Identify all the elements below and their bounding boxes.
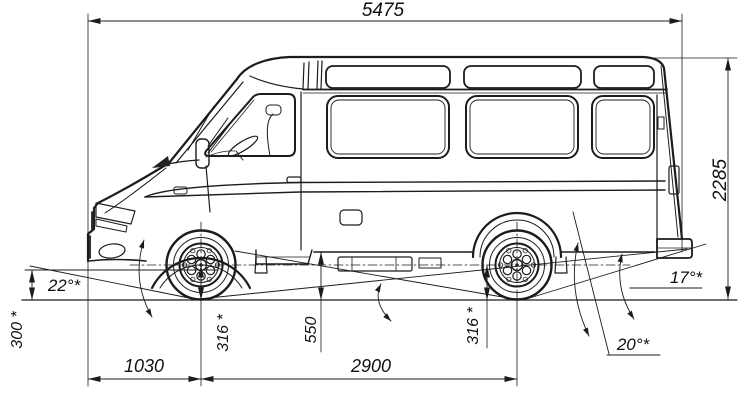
side-window-1-inner [330,99,446,155]
turn-signal [95,218,128,233]
underride-line-front-to-rear [198,248,688,300]
steering-column [235,150,244,161]
underbody-clearance-label: 550 [303,317,320,344]
rear-mudflap [554,256,568,274]
dimension-front-overhang: 1030 [87,356,202,382]
ramp-line-rear-to-front [234,250,515,300]
overall-length-label: 5475 [362,0,405,21]
front-tire-radius-label: 316 * [215,314,232,352]
front-overhang-label: 1030 [124,356,164,376]
side-window-2-inner [469,99,575,155]
hood-seam [104,167,167,214]
rear-wall-inner-line [660,65,679,238]
approach-angle-label: 22°* [47,276,82,295]
wheelbase-label: 2900 [350,356,391,376]
departure-angle-label: 17°* [670,268,704,287]
dimension-underbody-clearance: 550 [303,251,324,344]
front-mudflap [254,256,268,274]
side-window-3 [591,95,655,159]
cab-roof-junction [249,75,304,90]
rear-wheel-arch-lip [479,219,555,258]
dimension-front-end-height: 300 * [9,269,35,349]
side-window-1 [326,95,450,159]
seat-back [266,113,274,157]
departure-angle-line [522,243,707,301]
grille-shading [89,211,93,259]
upper-window-1 [325,65,451,89]
dimension-annotations: 5475 2285 300 * 22°* 1030 2900 316 * [9,0,738,387]
ramp-angle-label: 20°* [616,335,651,354]
roof-pillars [302,60,323,90]
dimension-overall-length: 5475 [87,0,683,24]
rear-bumper [656,238,693,259]
steering-wheel [227,135,259,157]
mirror-arm [207,117,231,154]
upper-window-3 [593,65,655,89]
approach-angle-arc [138,239,153,318]
breakover-angle-arc [374,283,392,322]
windshield-wiper [187,105,215,151]
molding-clip [173,186,188,195]
dashboard-line [205,150,236,158]
dimension-rear-tire-radius: 316 * [465,264,490,345]
rear-wheel-arch [471,211,563,259]
rear-lamp [668,165,680,195]
a-pillar-base-trim [152,156,170,168]
underbody-bracket [418,257,442,269]
body-outline [86,55,684,263]
fuel-tank-straps [351,256,397,272]
fuel-filler-cap [339,209,363,226]
dimension-front-tire-radius: 316 * [198,264,232,352]
dimension-wheelbase: 2900 [200,356,518,382]
door-front-seam [205,165,211,213]
rear-tire-radius-label: 316 * [465,307,482,345]
departure-angle-arc [617,253,635,320]
dimension-overall-height: 2285 [710,57,731,300]
side-molding-lower [144,189,666,198]
overall-height-label: 2285 [710,158,731,202]
headlight [95,202,136,225]
side-mirror [195,138,210,169]
rear-pillar-hinge [657,116,665,130]
front-valance [88,258,147,262]
side-window-3-inner [595,99,651,155]
rear-wheel [481,229,553,301]
door-window [204,93,296,157]
approach-angle-line [29,265,200,301]
side-molding-upper [144,180,666,198]
windshield-inner-edge [175,81,244,164]
front-end-height-label: 300 * [9,311,26,349]
fog-light [98,243,126,259]
upper-window-2 [463,65,582,89]
fuel-tank [337,256,413,272]
tilt-reference-line [572,211,610,355]
door-window-inner-edge [210,99,255,153]
side-window-2 [465,95,579,159]
seat-headrest [265,104,282,116]
